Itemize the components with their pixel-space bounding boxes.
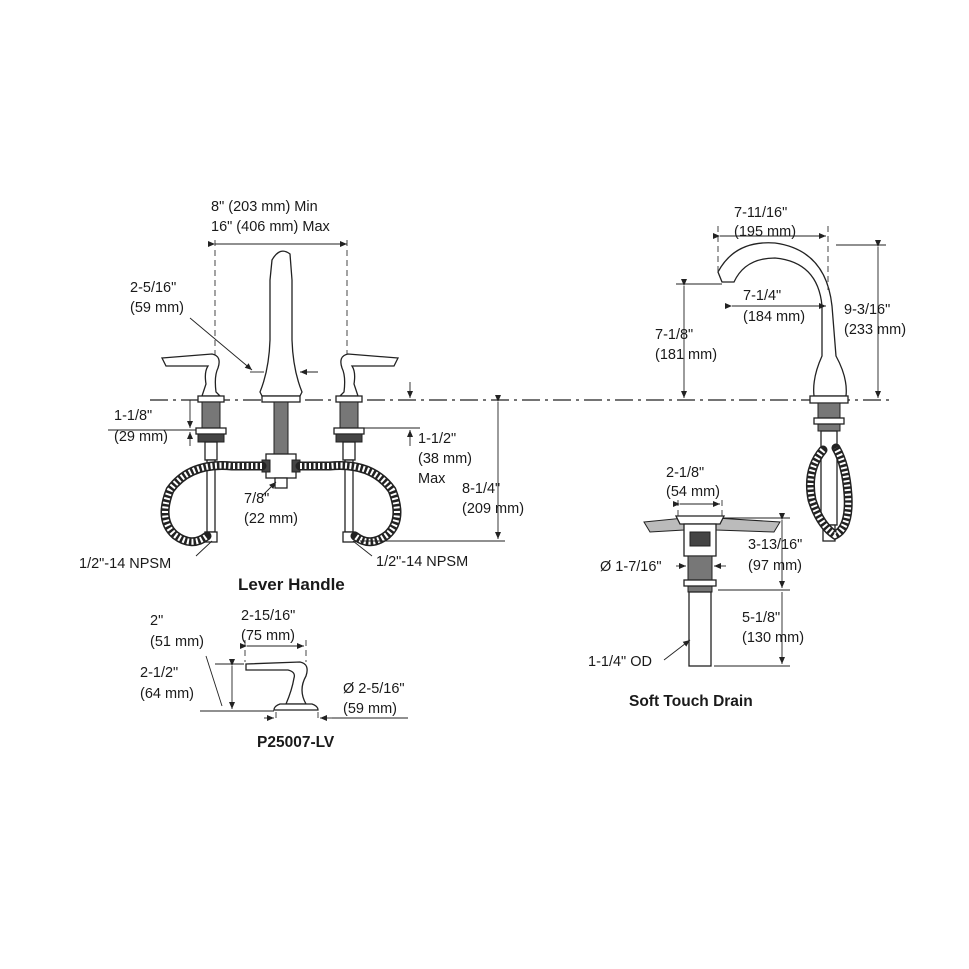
drain-flange	[674, 515, 726, 525]
below-deck-mm-label: (209 mm)	[462, 501, 524, 517]
drain-title: Soft Touch Drain	[629, 693, 753, 710]
handle-length-mm-label: (75 mm)	[241, 628, 295, 644]
depth-mm-label: (97 mm)	[748, 558, 802, 574]
flange-in-label: 2-1/8"	[666, 465, 704, 481]
faucet-front-view	[108, 240, 505, 557]
faucet-title: Lever Handle	[238, 575, 345, 594]
tail-mm-label: (130 mm)	[742, 630, 804, 646]
tail-od-label: 1-1/4" OD	[588, 654, 652, 670]
left-handle-valve	[160, 353, 227, 543]
spout-dia-in-label: 2-5/16"	[130, 280, 176, 296]
spread-max-label: 16" (406 mm) Max	[211, 219, 331, 235]
height-mm-label: (233 mm)	[844, 322, 906, 338]
tail-in-label: 5-1/8"	[742, 610, 780, 626]
reach-in-label: 7-11/16"	[734, 205, 787, 221]
handle-height-in-label: 2-1/2"	[140, 665, 178, 681]
hose-right	[295, 461, 402, 547]
inner-mm-label: (184 mm)	[743, 309, 805, 325]
below-deck-in-label: 8-1/4"	[462, 481, 500, 497]
handle-detail	[200, 640, 408, 722]
handle-height-mm-label: (64 mm)	[140, 686, 194, 702]
height-in-label: 9-3/16"	[844, 302, 890, 318]
handle-title: P25007-LV	[257, 734, 335, 751]
tee-in-label: 7/8"	[244, 491, 269, 507]
drain-tailpiece	[688, 591, 712, 667]
spout-body	[259, 250, 303, 397]
handle-length-in-label: 2-15/16"	[241, 608, 295, 624]
spout-side-view	[676, 226, 886, 542]
conn-right-label: 1/2"-14 NPSM	[376, 554, 468, 570]
shank-mm-label: (29 mm)	[114, 429, 168, 445]
reach-mm-label: (195 mm)	[734, 224, 796, 240]
shank-in-label: 1-1/8"	[114, 408, 152, 424]
spout-dia-mm-label: (59 mm)	[130, 300, 184, 316]
spread-min-label: 8" (203 mm) Min	[211, 199, 318, 215]
max-deck-mm-label: (38 mm)	[418, 451, 472, 467]
outlet-in-label: 7-1/8"	[655, 327, 693, 343]
flange-mm-label: (54 mm)	[666, 484, 720, 500]
max-deck-note-label: Max	[418, 471, 446, 487]
handle-base-in-label: Ø 2-5/16"	[343, 681, 405, 697]
drain-drawing	[643, 500, 790, 667]
inner-in-label: 7-1/4"	[743, 288, 781, 304]
handle-lever	[245, 661, 308, 705]
handle-lever-in-label: 2"	[150, 613, 163, 629]
outlet-mm-label: (181 mm)	[655, 347, 717, 363]
conn-left-label: 1/2"-14 NPSM	[79, 556, 171, 572]
handle-lever-mm-label: (51 mm)	[150, 634, 204, 650]
spout-shank	[273, 401, 289, 455]
handle-base-mm-label: (59 mm)	[343, 701, 397, 717]
tee-mm-label: (22 mm)	[244, 511, 298, 527]
depth-in-label: 3-13/16"	[748, 537, 802, 553]
right-handle-valve	[333, 353, 400, 543]
body-dia-label: Ø 1-7/16"	[600, 559, 662, 575]
max-deck-in-label: 1-1/2"	[418, 431, 456, 447]
hose-left	[160, 461, 267, 547]
